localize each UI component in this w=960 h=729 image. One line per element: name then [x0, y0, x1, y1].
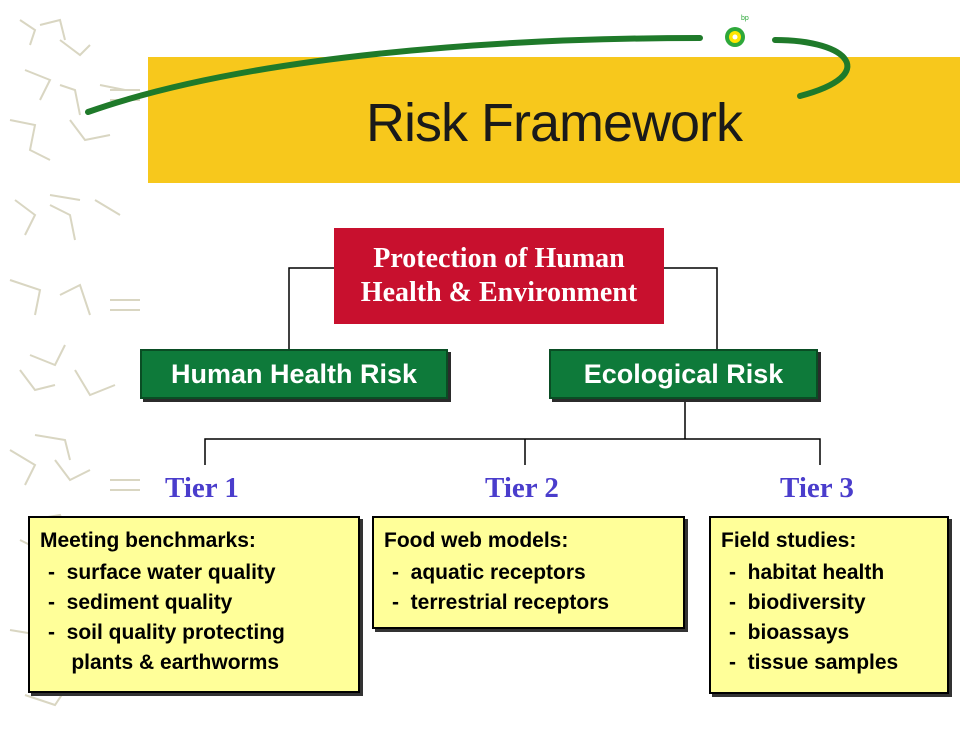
- tier-1-box: Meeting benchmarks: - surface water qual…: [28, 516, 360, 693]
- tier-3-heading: Field studies:: [721, 529, 857, 552]
- root-node: Protection of Human Health & Environment: [334, 228, 664, 324]
- tier-1-item: - soil quality protecting: [48, 621, 285, 644]
- tier-2-item: - terrestrial receptors: [392, 591, 610, 614]
- human-health-risk-node: Human Health Risk: [140, 349, 448, 399]
- tier-3-box: Field studies: - habitat health - biodiv…: [709, 516, 949, 694]
- tier-2-heading: Food web models:: [384, 529, 569, 552]
- tier-2-item: - aquatic receptors: [392, 561, 586, 584]
- tier-1-item: - surface water quality: [48, 561, 276, 584]
- title-band: [148, 57, 960, 183]
- slide-title: Risk Framework: [365, 93, 743, 153]
- root-line-1: Protection of Human: [373, 243, 625, 274]
- logo-text: bp: [741, 15, 749, 22]
- tier-1-item: - sediment quality: [48, 591, 233, 614]
- tier-3-label: Tier 3: [780, 472, 854, 504]
- tier-2-box: Food web models: - aquatic receptors - t…: [372, 516, 685, 629]
- tier-3-item: - bioassays: [729, 621, 850, 644]
- decorative-swoosh: bp: [85, 15, 851, 115]
- tier-3-item: - tissue samples: [729, 651, 899, 674]
- tier-1-item: plants & earthworms: [48, 651, 280, 674]
- tier-2-label: Tier 2: [485, 472, 559, 504]
- ecological-risk-node: Ecological Risk: [549, 349, 818, 399]
- root-line-2: Health & Environment: [360, 277, 638, 308]
- tier-1-label: Tier 1: [165, 472, 239, 504]
- tier-1-heading: Meeting benchmarks:: [40, 529, 256, 552]
- tier-3-item: - habitat health: [729, 561, 885, 584]
- tier-3-item: - biodiversity: [729, 591, 866, 614]
- bp-logo-icon: bp: [725, 15, 749, 47]
